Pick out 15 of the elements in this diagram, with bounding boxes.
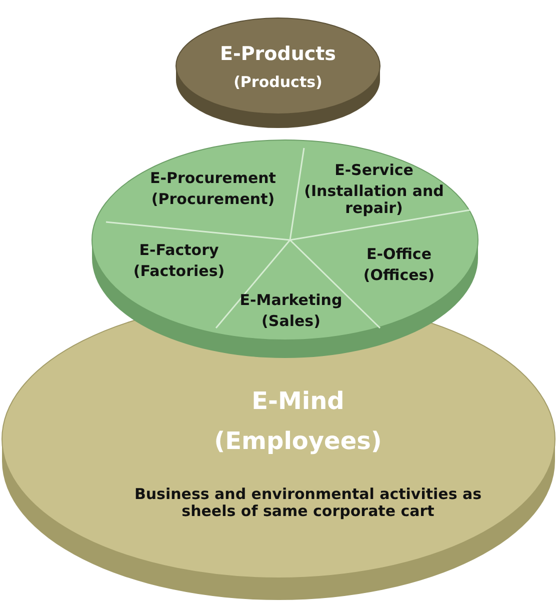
slice-subheading: (Sales) xyxy=(260,313,322,330)
slice-subheading: (Procurement) xyxy=(150,191,276,208)
slice-subheading: (Offices) xyxy=(362,267,436,284)
slice-heading: E-Office xyxy=(365,246,433,264)
slice-heading: E-Service xyxy=(334,162,414,180)
disc-subheading: (Products) xyxy=(232,74,324,92)
disc-subheading: (Employees) xyxy=(213,428,383,456)
slice-subheading: (Installation and repair) xyxy=(304,183,444,218)
slice-heading: E-Factory xyxy=(138,242,220,260)
disc-heading: E-Mind xyxy=(250,388,346,416)
slice-heading: E-Marketing xyxy=(238,292,344,310)
slice-subheading: (Factories) xyxy=(132,263,226,280)
disc-heading: E-Products xyxy=(219,44,337,66)
slice-heading: E-Procurement xyxy=(149,170,277,188)
disc-caption: Business and environmental activities as sheels of same corporate cart xyxy=(133,486,483,520)
